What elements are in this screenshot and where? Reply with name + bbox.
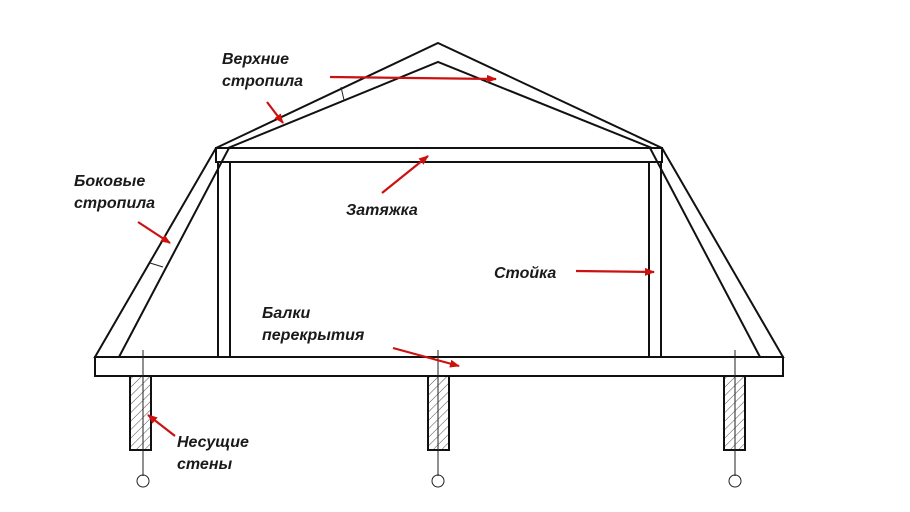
label-side-rafters: Боковые стропила [74, 173, 155, 212]
arrow-upper-rafter-left [266, 101, 284, 124]
post-left [217, 161, 231, 358]
label-floor-beams-line2: перекрытия [262, 327, 365, 344]
arrow-floor-beam [392, 346, 460, 368]
label-bearing-walls-line2: стены [177, 456, 232, 473]
arrow-side-rafter [137, 221, 171, 244]
label-bearing-walls: Несущие стены [177, 434, 253, 473]
bearing-wall-center [427, 350, 450, 488]
arrow-post [575, 267, 655, 276]
label-upper-rafters-line1: Верхние [222, 51, 289, 68]
label-post-line1: Стойка [494, 265, 556, 282]
label-tie-beam-line1: Затяжка [346, 202, 418, 219]
label-floor-beams: Балки перекрытия [262, 305, 365, 344]
label-post: Стойка [494, 265, 556, 282]
side-rafter-right [648, 147, 785, 358]
bearing-wall-right [723, 350, 746, 488]
arrow-tie-beam [381, 155, 429, 194]
label-side-rafters-line2: стропила [74, 195, 155, 212]
label-tie-beam: Затяжка [346, 202, 418, 219]
label-upper-rafters: Верхние стропила [222, 51, 303, 90]
arrow-upper-rafter-right [329, 74, 497, 83]
label-floor-beams-line1: Балки [262, 305, 310, 322]
arrow-bearing-wall [147, 414, 176, 437]
label-bearing-walls-line1: Несущие [177, 434, 249, 451]
label-side-rafters-line1: Боковые [74, 173, 145, 190]
bearing-wall-left [129, 350, 152, 488]
label-upper-rafters-line2: стропила [222, 73, 303, 90]
tie-beam [215, 147, 663, 163]
post-right [648, 161, 662, 358]
